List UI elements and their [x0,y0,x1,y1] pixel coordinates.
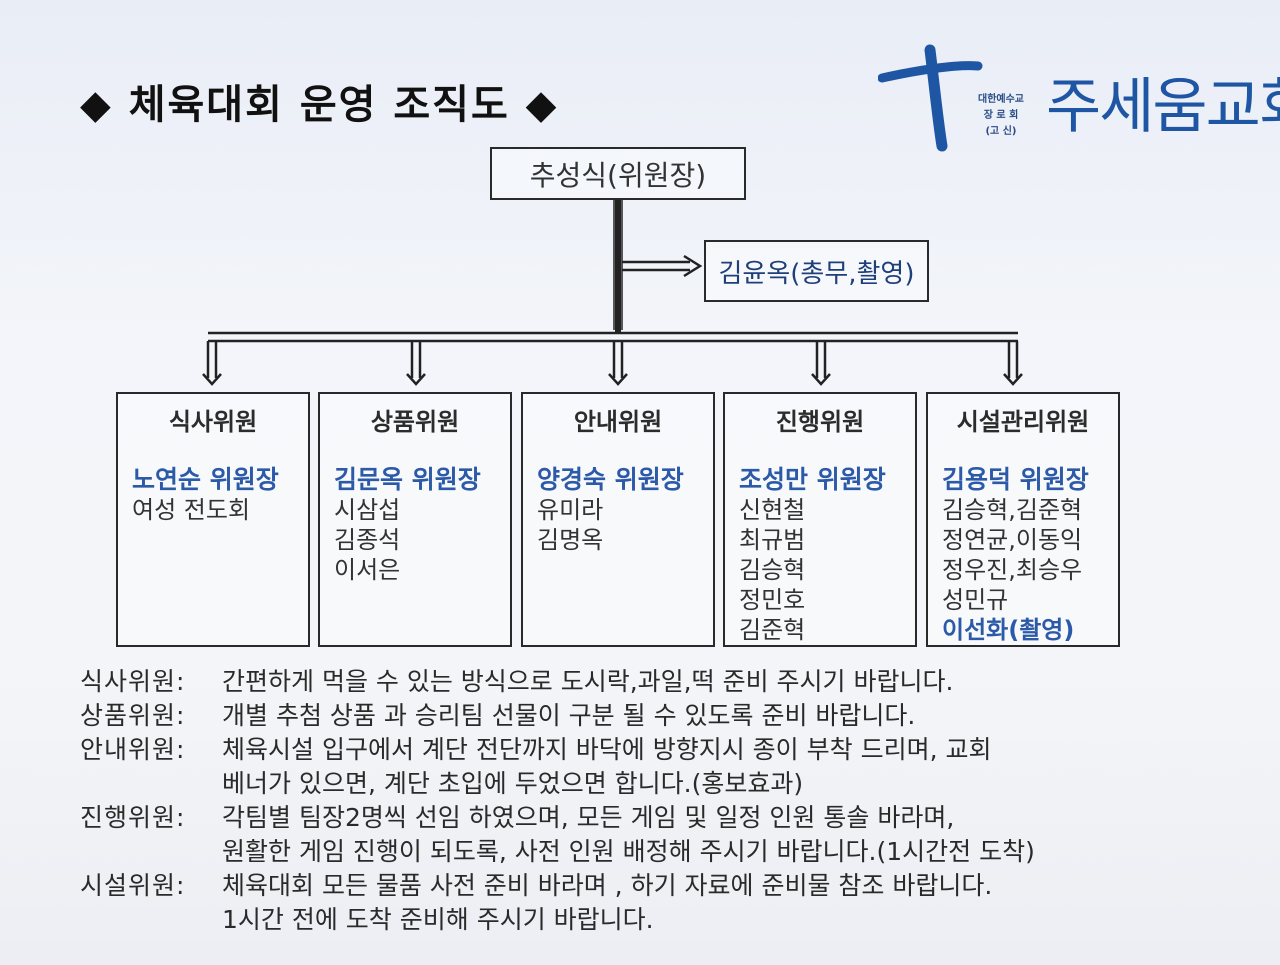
team-member: 최규범 [739,526,806,554]
description-label: 안내위원: [80,735,186,764]
description-row: 안내위원: 체육시설 입구에서 계단 전단까지 바닥에 방향지시 종이 부착 드… [80,733,1260,801]
team-member: 시삼섭 [334,496,401,524]
team-member: 김승혁 [739,556,806,584]
team-guide: 안내위원 양경숙 위원장 유미라 김명옥 [521,392,715,647]
denomination-line-2: 장 로 회 [983,110,1019,121]
chief-node: 추성식(위원장) [490,147,746,200]
team-name: 안내위원 [573,408,663,436]
description-text: 간편하게 먹을 수 있는 방식으로 도시락,과일,떡 준비 주시기 바랍니다. [222,667,954,696]
team-member: 정민호 [739,586,806,614]
team-member: 정우진,최승우 [942,556,1083,584]
team-member: 성민규 [942,586,1009,614]
description-label: 상품위원: [80,701,186,730]
team-leader: 김문옥 위원장 [334,465,481,494]
description-text: 각팀별 팀장2명씩 선임 하였으며, 모든 게임 및 일정 인원 통솔 바라며,… [222,803,1035,866]
team-member: 김명옥 [537,526,604,554]
team-member: 이서은 [334,556,401,584]
role-descriptions: 식사위원: 간편하게 먹을 수 있는 방식으로 도시락,과일,떡 준비 주시기 … [80,665,1260,937]
team-leader: 양경숙 위원장 [537,465,684,494]
team-member: 김준혁 [739,616,806,644]
team-prize: 상품위원 김문옥 위원장 시삼섭 김종석 이서은 [318,392,512,647]
description-row: 상품위원: 개별 추첨 상품 과 승리팀 선물이 구분 될 수 있도록 준비 바… [80,699,1260,733]
church-logo: 대한예수교 장 로 회 (고 신) 주세움교회 [878,42,1280,154]
description-label: 시설위원: [80,871,186,900]
description-row: 진행위원: 각팀별 팀장2명씩 선임 하였으며, 모든 게임 및 일정 인원 통… [80,801,1260,869]
description-row: 시설위원: 체육대회 모든 물품 사전 준비 바라며 , 하기 자료에 준비물 … [80,869,1260,937]
team-member: 김승혁,김준혁 [942,496,1083,524]
team-member-photographer: 이선화(촬영) [942,616,1075,644]
team-member: 여성 전도회 [132,496,251,524]
team-name: 상품위원 [370,408,460,436]
team-member: 정연균,이동익 [942,526,1083,554]
description-text: 체육시설 입구에서 계단 전단까지 바닥에 방향지시 종이 부착 드리며, 교회… [222,735,992,798]
church-name: 주세움교회 [1046,72,1280,142]
description-label: 진행위원: [80,803,186,832]
team-member: 김종석 [334,526,401,554]
description-text: 체육대회 모든 물품 사전 준비 바라며 , 하기 자료에 준비물 참조 바랍니… [222,871,993,934]
team-member: 신현철 [739,496,806,524]
description-row: 식사위원: 간편하게 먹을 수 있는 방식으로 도시락,과일,떡 준비 주시기 … [80,665,1260,699]
secretary-node: 김윤옥(총무,촬영) [704,240,929,302]
team-member: 유미라 [537,496,604,524]
team-facility: 시설관리위원 김용덕 위원장 김승혁,김준혁 정연균,이동익 정우진,최승우 성… [926,392,1120,647]
team-progress: 진행위원 조성만 위원장 신현철 최규범 김승혁 정민호 김준혁 [723,392,917,647]
team-leader: 김용덕 위원장 [942,465,1089,494]
team-name: 진행위원 [775,408,865,436]
description-label: 식사위원: [80,667,186,696]
team-leader: 노연순 위원장 [132,465,279,494]
denomination-line-1: 대한예수교 [978,94,1024,105]
page-title: ◆ 체육대회 운영 조직도 ◆ [80,82,559,128]
denomination-label: 대한예수교 장 로 회 (고 신) [958,92,1044,140]
cross-icon [878,44,983,152]
description-text: 개별 추첨 상품 과 승리팀 선물이 구분 될 수 있도록 준비 바랍니다. [222,701,916,730]
team-name: 시설관리위원 [956,408,1090,436]
team-name: 식사위원 [168,408,258,436]
team-leader: 조성만 위원장 [739,465,886,494]
team-meal: 식사위원 노연순 위원장 여성 전도회 [116,392,310,647]
denomination-line-3: (고 신) [985,126,1017,137]
